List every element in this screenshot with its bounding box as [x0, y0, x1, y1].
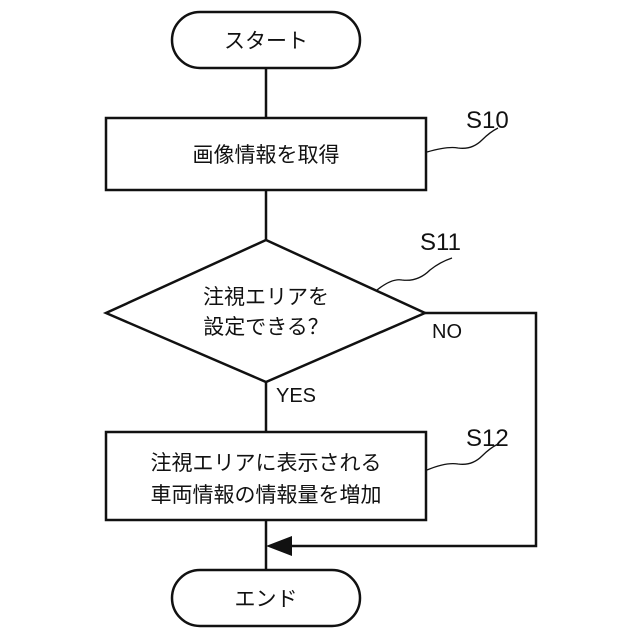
- process-s10-label: 画像情報を取得: [193, 143, 340, 167]
- decision-s11-line1: 注視エリアを: [203, 285, 329, 309]
- leader-s11: [377, 258, 452, 290]
- branch-yes-label: YES: [276, 385, 316, 407]
- step-label-s11: S11: [420, 229, 461, 256]
- arrowhead-icon: [266, 536, 292, 556]
- step-label-s12: S12: [466, 425, 509, 452]
- start-label: スタート: [224, 29, 308, 53]
- branch-no-label: NO: [432, 321, 462, 343]
- decision-s11-line2: 設定できる？: [203, 315, 329, 339]
- process-s12-line2: 車両情報の情報量を増加: [151, 483, 382, 507]
- end-label: エンド: [235, 587, 298, 611]
- process-s12-line1: 注視エリアに表示される: [151, 451, 382, 475]
- decision-s11: [106, 240, 425, 382]
- step-label-s10: S10: [466, 107, 509, 134]
